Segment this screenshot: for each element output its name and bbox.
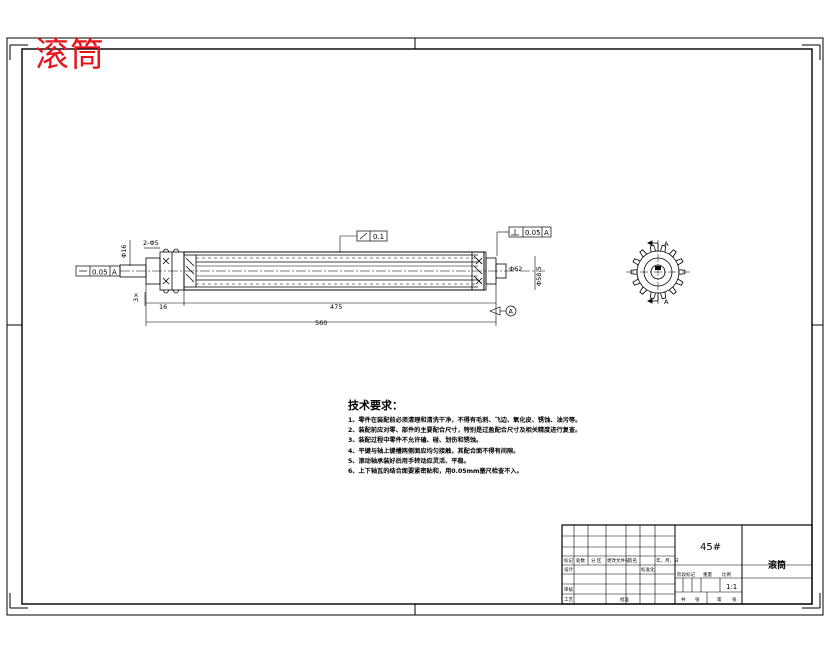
tb-process: 工艺 <box>564 597 573 603</box>
sprocket-tooth <box>678 269 686 275</box>
tb-sign: 签名 <box>628 557 637 564</box>
datum-circle-label: A <box>509 308 514 316</box>
requirement-line: 5、滚动轴承装好后用手转动应灵活、平稳。 <box>348 457 470 465</box>
inner-frame <box>21 48 813 605</box>
dimension-lines <box>129 240 536 326</box>
tb-scale-label: 比例 <box>722 571 731 578</box>
tb-sheets-2: 张 <box>732 596 737 603</box>
dim-right-vertical: Φ58.5 <box>535 266 543 286</box>
title-block-texts: 标记 处数 分 区 更改文件号 签名 年、月、日 设计 标准化 阶段标记 重量 … <box>564 557 737 603</box>
tb-page: 第 <box>717 596 722 603</box>
sprocket-tooth <box>660 291 667 300</box>
sprocket-tooth <box>675 258 684 266</box>
sprocket-tooth <box>639 249 648 258</box>
tb-weight: 重量 <box>703 571 712 578</box>
tb-date: 年、月、日 <box>656 557 679 564</box>
sprocket-tooth <box>649 244 656 253</box>
dim-shaft-len: 16 <box>159 303 167 311</box>
requirement-line: 4、平键与轴上键槽两侧面应均匀接触，其配合面不得有间隙。 <box>348 447 520 455</box>
tb-standard: 标准化 <box>641 566 655 573</box>
dim-inner-len: 475 <box>330 303 342 311</box>
sprocket-tooth <box>668 249 677 258</box>
drawing-title: 滚筒 <box>35 35 105 75</box>
roller-main-view <box>119 248 545 294</box>
tb-zone: 分 区 <box>591 557 602 564</box>
datum-a-marker: A <box>505 305 517 317</box>
section-label-bottom: A <box>664 298 669 306</box>
tb-stage-mark: 阶段标记 <box>677 571 695 578</box>
dim-vertical-left: Φ16 <box>120 245 128 258</box>
tolerance-left-datum: A <box>112 269 117 277</box>
section-label-top: A <box>664 240 669 248</box>
tolerance-middle-value: 0.1 <box>373 233 384 241</box>
sprocket-tooth <box>632 278 641 286</box>
dim-chamfer: 3× <box>132 292 140 302</box>
requirement-line: 2、装配前应对零、部件的主要配合尺寸，特别是过盈配合尺寸及相关精度进行复查。 <box>348 427 582 435</box>
tb-design: 设计 <box>564 566 573 573</box>
requirement-line: 6、上下轴瓦的结合面要紧密贴和，用0.05mm塞尺检查不入。 <box>348 468 523 476</box>
tb-total: 共 <box>681 596 686 603</box>
tolerance-right-value: 0.05 <box>525 229 541 237</box>
requirement-line: 1、零件在装配前必须清理和清洗干净，不得有毛刺、飞边、氧化皮、锈蚀、油污等。 <box>348 417 582 424</box>
tb-part-name: 滚筒 <box>768 559 786 571</box>
dim-right-small: Φ62 <box>509 265 522 273</box>
requirements-heading: 技术要求： <box>348 399 403 412</box>
technical-requirements: 技术要求： 1、零件在装配前必须清理和清洗干净，不得有毛刺、飞边、氧化皮、锈蚀、… <box>348 397 581 477</box>
title-block <box>561 524 813 605</box>
tb-count: 处数 <box>576 557 585 564</box>
sprocket-tooth <box>675 278 684 286</box>
tolerance-right: 0.05 A <box>496 226 552 256</box>
sprocket-tooth <box>639 286 648 295</box>
tolerance-middle: 0.1 <box>339 230 388 252</box>
tb-review: 审核 <box>564 586 573 593</box>
sprocket-section-view <box>626 240 690 305</box>
outer-frame <box>6 37 824 616</box>
tb-approve: 批准 <box>620 596 629 603</box>
tb-change-doc: 更改文件号 <box>607 557 630 564</box>
tolerance-left-value: 0.05 <box>92 269 108 277</box>
dimension-texts: 2-Φ5 Φ16 3× Φ62 Φ58.5 16 475 560 <box>120 239 543 327</box>
sprocket-tooth <box>630 269 638 275</box>
tb-material: 45# <box>700 542 721 553</box>
corner-brackets <box>9 44 821 609</box>
dim-top-left: 2-Φ5 <box>143 239 159 247</box>
requirement-line: 3、装配过程中零件不允许磕、碰、划伤和锈蚀。 <box>348 437 483 445</box>
sprocket-tooth <box>660 244 667 253</box>
tb-scale: 1:1 <box>726 583 737 591</box>
tolerance-left: 0.05 A <box>75 265 121 277</box>
sprocket-tooth <box>632 258 641 266</box>
tolerance-right-datum: A <box>544 229 549 237</box>
tb-mark: 标记 <box>564 557 573 564</box>
sprocket-tooth <box>649 291 656 300</box>
sprocket-tooth <box>668 286 677 295</box>
centering-marks <box>7 38 823 615</box>
dim-overall-len: 560 <box>315 319 327 327</box>
tb-sheets-1: 张 <box>695 596 700 603</box>
